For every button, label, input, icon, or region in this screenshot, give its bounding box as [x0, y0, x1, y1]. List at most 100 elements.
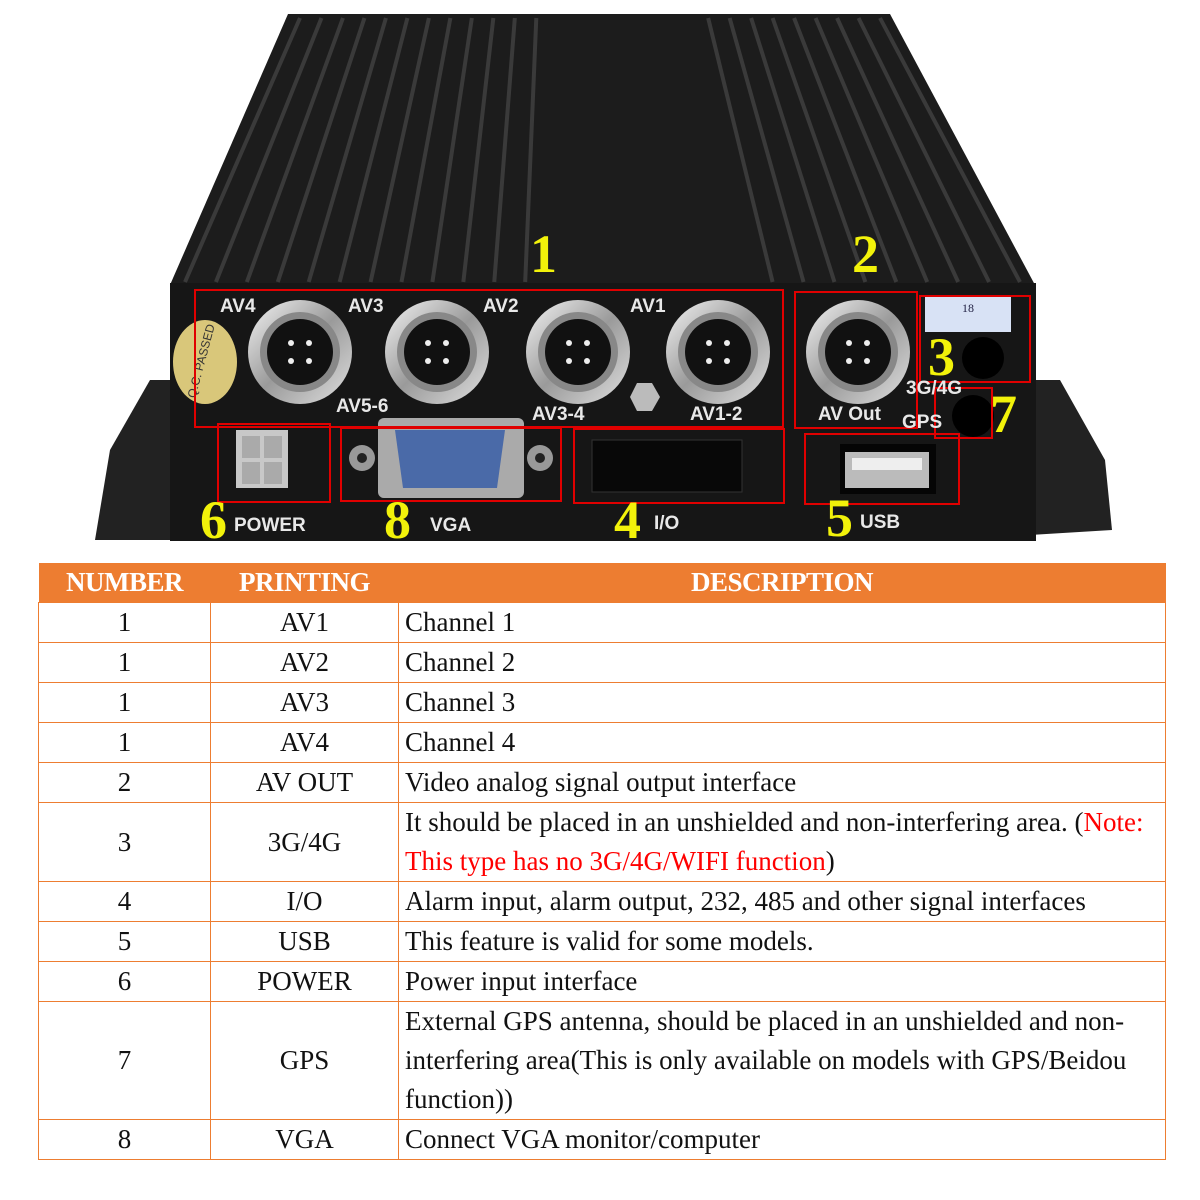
cell-printing: AV3: [210, 682, 399, 723]
heatsink-fin: [214, 17, 324, 283]
right-mount-flange: [1030, 380, 1112, 535]
description-note: Note: This type has no 3G/4G/WIFI functi…: [405, 807, 1144, 876]
cell-description: Power input interface: [398, 961, 1166, 1002]
heatsink-fin: [813, 17, 930, 283]
hex-screw: [630, 383, 660, 411]
port-description-table: NUMBER PRINTING DESCRIPTION 1 AV1 Channe…: [38, 563, 1166, 1160]
cell-number: 1: [38, 642, 211, 683]
cell-printing: 3G/4G: [210, 802, 399, 882]
description-text: Alarm input, alarm output, 232, 485 and …: [405, 886, 1086, 916]
heatsink-fin: [878, 17, 1022, 283]
label-avout: AV Out: [818, 404, 882, 425]
callout-5: 5: [826, 488, 853, 548]
io-connector: [591, 439, 743, 493]
cell-printing: POWER: [210, 961, 399, 1002]
table-row: 1 AV3 Channel 3: [38, 682, 1166, 723]
description-text: Power input interface: [405, 966, 638, 996]
heatsink-fins: [183, 17, 1022, 283]
heatsink-fin: [306, 17, 388, 283]
callout-8: 8: [384, 490, 411, 550]
vga-connector: [349, 418, 553, 498]
heatsink-fin: [337, 17, 410, 283]
description-text: It should be placed in an unshielded and…: [405, 807, 1084, 837]
heatsink-fin: [856, 17, 991, 283]
cell-description: External GPS antenna, should be placed i…: [398, 1001, 1166, 1120]
callout-3: 3: [928, 327, 955, 387]
left-mount-flange: [95, 380, 178, 540]
cell-description: Connect VGA monitor/computer: [398, 1119, 1166, 1160]
label-av2: AV2: [483, 296, 519, 317]
cell-printing: AV4: [210, 722, 399, 763]
description-text: Video analog signal output interface: [405, 767, 797, 797]
cell-description: Video analog signal output interface: [398, 762, 1166, 803]
cell-printing: AV OUT: [210, 762, 399, 803]
callout-boxes: [194, 289, 1031, 505]
table-row: 8 VGA Connect VGA monitor/computer: [38, 1119, 1166, 1160]
label-gps: GPS: [902, 412, 942, 433]
heatsink-fin: [792, 17, 899, 283]
device-top-face: [170, 14, 1035, 285]
heatsink-fin: [835, 17, 960, 283]
description-text: Connect VGA monitor/computer: [405, 1124, 760, 1154]
cell-number: 4: [38, 881, 211, 922]
heatsink-fin: [461, 17, 496, 283]
description-end: ): [825, 846, 835, 876]
usb-port: [840, 444, 936, 494]
cell-description: Channel 4: [398, 722, 1166, 763]
antenna-port-3g4g: [962, 337, 1004, 379]
heatsink-fin: [706, 17, 775, 283]
table-row: 3 3G/4G It should be placed in an unshie…: [38, 802, 1166, 882]
label-av1: AV1: [630, 296, 666, 317]
callout-6: 6: [200, 490, 227, 550]
heatsink-fin: [430, 17, 474, 283]
table-row: 1 AV1 Channel 1: [38, 602, 1166, 643]
label-av34: AV3-4: [532, 404, 585, 425]
heatsink-fin: [523, 17, 539, 283]
table-row: 4 I/O Alarm input, alarm output, 232, 48…: [38, 881, 1166, 922]
table-row: 1 AV4 Channel 4: [38, 722, 1166, 763]
heatsink-fin: [399, 17, 453, 283]
cell-description: This feature is valid for some models.: [398, 921, 1166, 962]
cell-printing: GPS: [210, 1001, 399, 1120]
cell-printing: VGA: [210, 1119, 399, 1160]
label-usb: USB: [860, 512, 900, 533]
description-text: External GPS antenna, should be placed i…: [405, 1006, 1127, 1114]
cell-description: Alarm input, alarm output, 232, 485 and …: [398, 881, 1166, 922]
callout-2: 2: [852, 224, 879, 284]
aviation-connector-av-out: [806, 300, 910, 404]
header-description: DESCRIPTION: [398, 563, 1166, 603]
aviation-connector-av3: [385, 300, 489, 404]
table-row: 1 AV2 Channel 2: [38, 642, 1166, 683]
cell-number: 1: [38, 602, 211, 643]
label-3g4g: 3G/4G: [906, 378, 962, 399]
cell-number: 2: [38, 762, 211, 803]
label-av12: AV1-2: [690, 404, 742, 425]
label-vga: VGA: [430, 515, 471, 536]
label-power: POWER: [234, 515, 306, 536]
label-io: I/O: [654, 513, 679, 534]
cell-description: Channel 2: [398, 642, 1166, 683]
cell-printing: I/O: [210, 881, 399, 922]
heatsink-fin: [749, 17, 837, 283]
label-av56: AV5-6: [336, 396, 388, 417]
cell-description: Channel 3: [398, 682, 1166, 723]
heatsink-fin: [183, 17, 302, 283]
aviation-connector-av2: [526, 300, 630, 404]
callout-4: 4: [614, 490, 641, 550]
cell-number: 5: [38, 921, 211, 962]
heatsink-fin: [727, 17, 806, 283]
cell-printing: AV2: [210, 642, 399, 683]
description-text: Channel 1: [405, 607, 516, 637]
aviation-connector-av1: [666, 300, 770, 404]
heatsink-fin: [368, 17, 431, 283]
table-row: 5 USB This feature is valid for some mod…: [38, 921, 1166, 962]
description-text: This feature is valid for some models.: [405, 926, 814, 956]
cell-number: 7: [38, 1001, 211, 1120]
callout-7: 7: [990, 384, 1017, 444]
qc-passed-sticker: Q.C. PASSED: [173, 320, 237, 404]
description-text: Channel 4: [405, 727, 516, 757]
dvr-device-image: Q.C. PASSED 18: [95, 14, 1112, 550]
heatsink-fin: [492, 17, 517, 283]
cell-number: 1: [38, 722, 211, 763]
header-printing: PRINTING: [210, 563, 399, 603]
